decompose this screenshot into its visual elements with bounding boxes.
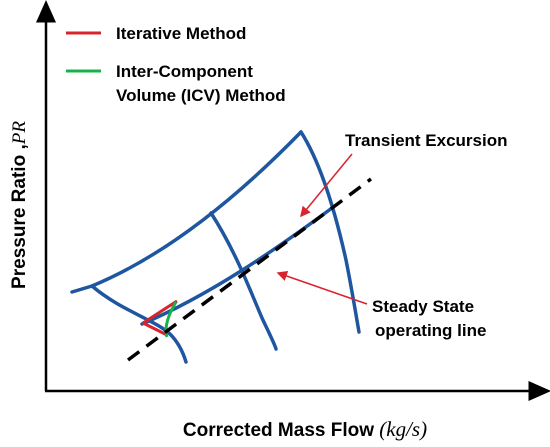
icv-method-curve (164, 301, 178, 338)
x-axis-label: Corrected Mass Flow (kg/s) (183, 417, 427, 441)
transient-excursion-arrow (300, 153, 353, 218)
iterative-method-curve (142, 299, 178, 337)
speed-line-2 (209, 211, 278, 351)
compressor-map (70, 130, 361, 364)
transient-excursion-label: Transient Excursion (345, 131, 508, 150)
steady-state-label-line2: operating line (375, 321, 486, 340)
legend-iterative-label: Iterative Method (116, 24, 246, 43)
steady-state-operating-line (126, 177, 373, 362)
speed-line-1 (90, 284, 188, 364)
x-axis-label-text: Corrected Mass Flow (183, 420, 379, 441)
steady-state-label-line1: Steady State (372, 297, 474, 316)
legend-icv-label-line2: Volume (ICV) Method (116, 86, 286, 105)
speed-line-3 (299, 130, 361, 334)
x-axis-label-unit: (kg/s) (379, 417, 427, 441)
legend-icv-label-line1: Inter-Component (116, 62, 253, 81)
y-axis-label-symbol: PR (9, 121, 30, 146)
legend: Iterative Method Inter-Component Volume … (66, 24, 286, 105)
steady-state-arrow (276, 271, 368, 305)
y-axis-label-text: Pressure Ratio , (9, 144, 30, 289)
surge-line (70, 130, 303, 294)
y-axis-label: Pressure Ratio ,PR (9, 121, 30, 289)
